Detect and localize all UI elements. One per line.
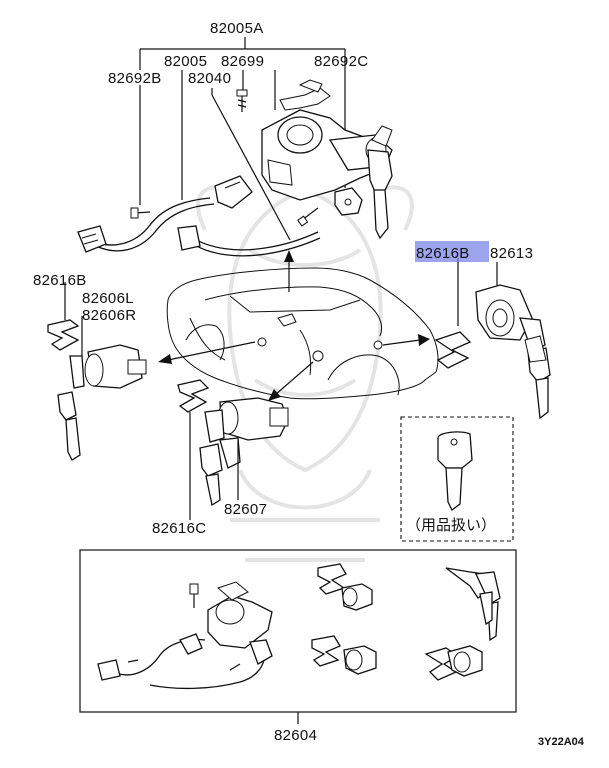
highlight-box bbox=[415, 241, 489, 262]
lock-kit-box bbox=[79, 549, 517, 724]
callout-82616B-right: 82616B bbox=[416, 245, 470, 262]
door-lock-left-group bbox=[47, 282, 147, 461]
callout-82692B: 82692B bbox=[108, 70, 162, 87]
callout-82606L: 82606L bbox=[82, 290, 134, 307]
callout-82040: 82040 bbox=[188, 70, 231, 87]
callout-82699: 82699 bbox=[221, 53, 264, 70]
key-blank-box bbox=[400, 416, 514, 542]
door-lock-center-group bbox=[177, 379, 289, 520]
callout-82616B-left: 82616B bbox=[33, 272, 87, 289]
key-blank-note: （用品扱い） bbox=[406, 516, 496, 534]
arrow-group bbox=[158, 250, 430, 401]
callout-82613: 82613 bbox=[490, 245, 533, 262]
callout-82005A: 82005A bbox=[210, 20, 264, 37]
callout-82692C: 82692C bbox=[314, 53, 368, 70]
trunk-lock-right-group bbox=[434, 258, 551, 420]
watermark-crest bbox=[196, 185, 414, 562]
callout-82606R: 82606R bbox=[82, 307, 136, 324]
vehicle-outline bbox=[166, 267, 439, 400]
ignition-assembly-group bbox=[77, 37, 393, 257]
diagram-code: 3Y22A04 bbox=[538, 736, 585, 748]
callout-82616C: 82616C bbox=[152, 520, 206, 537]
callout-82005: 82005 bbox=[164, 53, 207, 70]
callout-82607: 82607 bbox=[224, 501, 267, 518]
callout-82604: 82604 bbox=[274, 727, 317, 744]
